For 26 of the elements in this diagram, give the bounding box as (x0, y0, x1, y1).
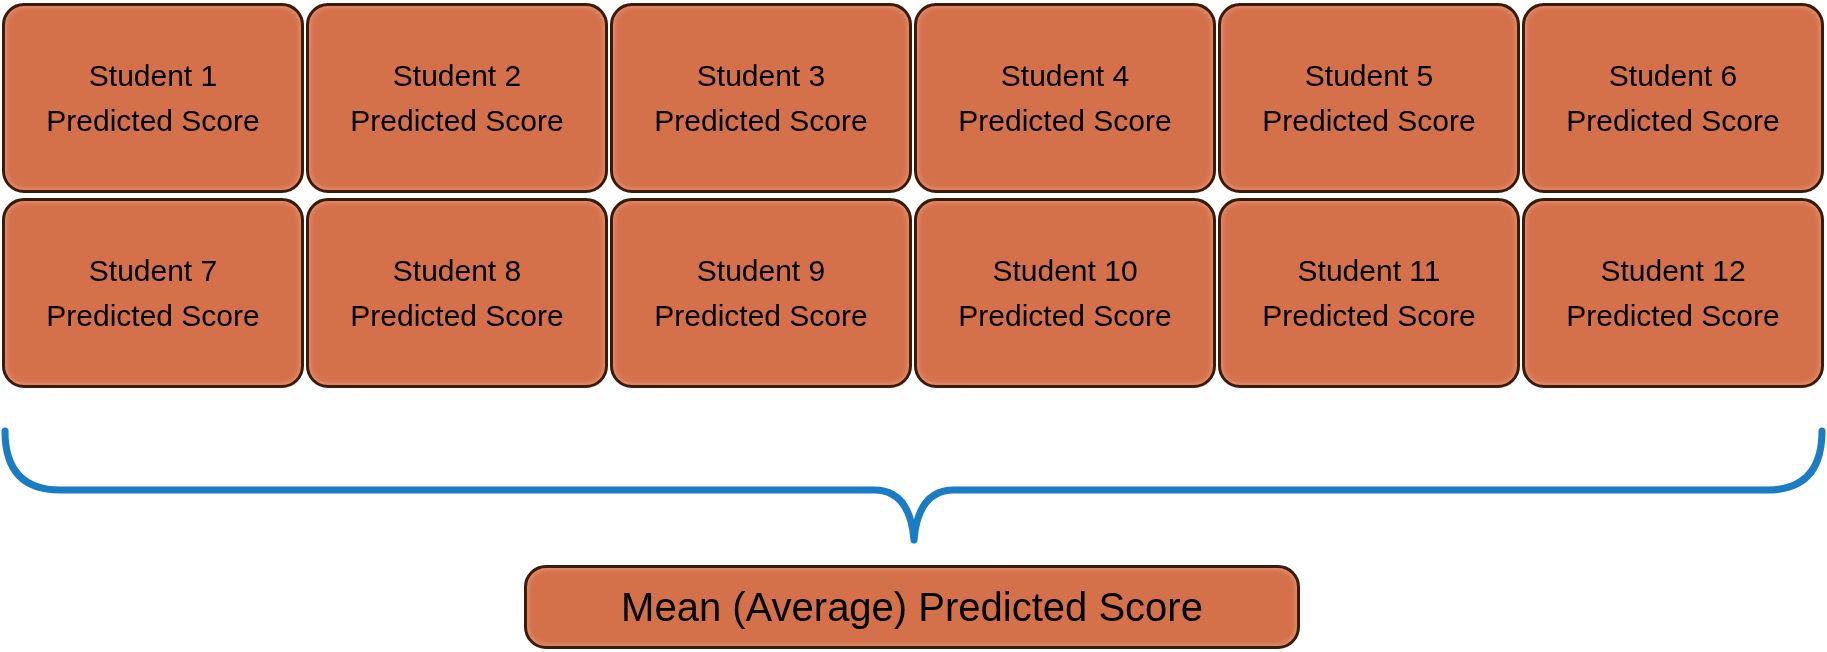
box-label: Student 8 Predicted Score (349, 253, 565, 334)
score-box (1218, 198, 1520, 388)
box-label: Student 10 Predicted Score (957, 253, 1173, 334)
score-box (610, 3, 912, 193)
box-label: Student 7 Predicted Score (45, 253, 261, 334)
box-label: Mean (Average) Predicted Score (621, 584, 1203, 631)
box-label: Student 12 Predicted Score (1565, 253, 1781, 334)
score-box (1218, 3, 1520, 193)
score-box (2, 198, 304, 388)
box-label: Student 5 Predicted Score (1261, 58, 1477, 139)
score-box (914, 198, 1216, 388)
mean-score-box (524, 565, 1300, 649)
score-box (306, 3, 608, 193)
score-box (914, 3, 1216, 193)
score-box (306, 198, 608, 388)
score-box (1522, 3, 1824, 193)
box-label: Student 11 Predicted Score (1261, 253, 1477, 334)
box-label: Student 9 Predicted Score (653, 253, 869, 334)
box-label: Student 6 Predicted Score (1565, 58, 1781, 139)
box-label: Student 4 Predicted Score (957, 58, 1173, 139)
score-box (610, 198, 912, 388)
box-label: Student 3 Predicted Score (653, 58, 869, 139)
box-label: Student 1 Predicted Score (45, 58, 261, 139)
score-box (1522, 198, 1824, 388)
score-box (2, 3, 304, 193)
box-label: Student 2 Predicted Score (349, 58, 565, 139)
